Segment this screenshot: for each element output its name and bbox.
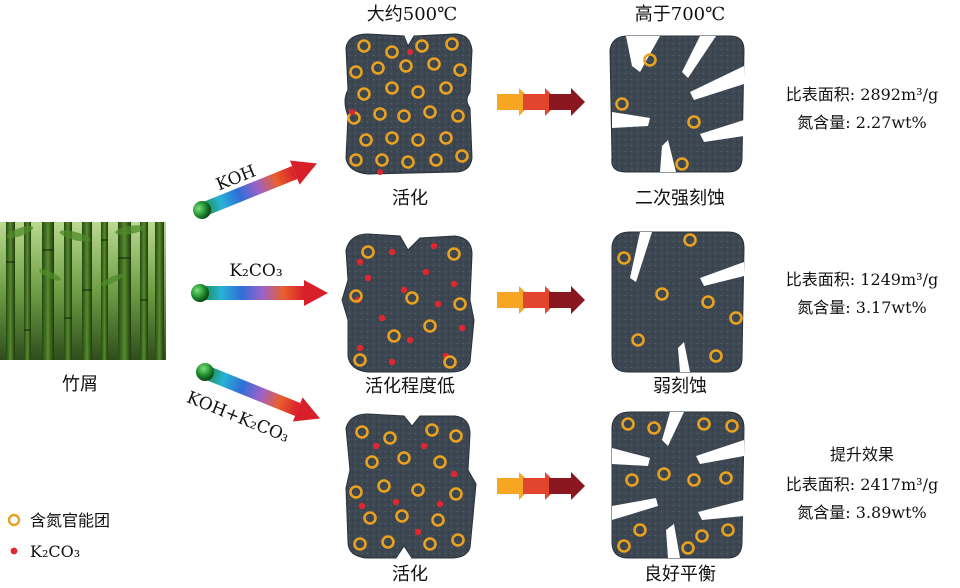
stage1-label-row1: 活化: [392, 188, 428, 209]
legend: 含氮官能团 K₂CO₃: [7, 511, 110, 561]
legend-label-nitrogen: 含氮官能团: [30, 511, 110, 530]
etch-arrow-1: [497, 88, 585, 116]
nitrogen-row3: 氮含量: 3.89wt%: [797, 503, 926, 522]
activator-label-2: K₂CO₃: [229, 261, 282, 281]
stage2-label-row2: 弱刻蚀: [653, 376, 707, 397]
etch-arrow-2: [497, 286, 585, 314]
particle-row2-etched: [611, 231, 745, 373]
legend-label-k2co3: K₂CO₃: [30, 542, 80, 561]
particle-row2-activated: [341, 233, 475, 373]
stage2-temperature: 高于700℃: [635, 4, 726, 25]
particle-row1-activated: [344, 33, 473, 175]
stage1-temperature: 大约500℃: [367, 4, 458, 25]
particle-row3-activated: [345, 413, 477, 559]
etch-arrow-3: [497, 472, 585, 500]
bamboo-photo: [0, 222, 166, 360]
stage1-label-row2: 活化程度低: [365, 376, 455, 397]
stage1-label-row3: 活化: [392, 564, 428, 585]
activator-arrow-2: [191, 280, 328, 306]
nitrogen-row1: 氮含量: 2.27wt%: [797, 113, 926, 132]
legend-ring-icon: [7, 513, 21, 527]
improvement-note: 提升效果: [830, 445, 894, 464]
activator-arrow-3: [196, 363, 320, 422]
surface-area-row2: 比表面积: 1249m³/g: [786, 270, 938, 289]
activator-arrow-1: [193, 160, 317, 219]
particle-row1-etched: [609, 35, 745, 173]
legend-dot-icon: [10, 547, 18, 555]
stage2-label-row3: 良好平衡: [644, 564, 716, 585]
source-label: 竹屑: [62, 374, 98, 395]
surface-area-row3: 比表面积: 2417m³/g: [786, 475, 938, 494]
particle-row3-etched: [611, 411, 745, 559]
surface-area-row1: 比表面积: 2892m³/g: [786, 85, 938, 104]
nitrogen-row2: 氮含量: 3.17wt%: [797, 298, 926, 317]
stage2-label-row1: 二次强刻蚀: [635, 188, 725, 209]
